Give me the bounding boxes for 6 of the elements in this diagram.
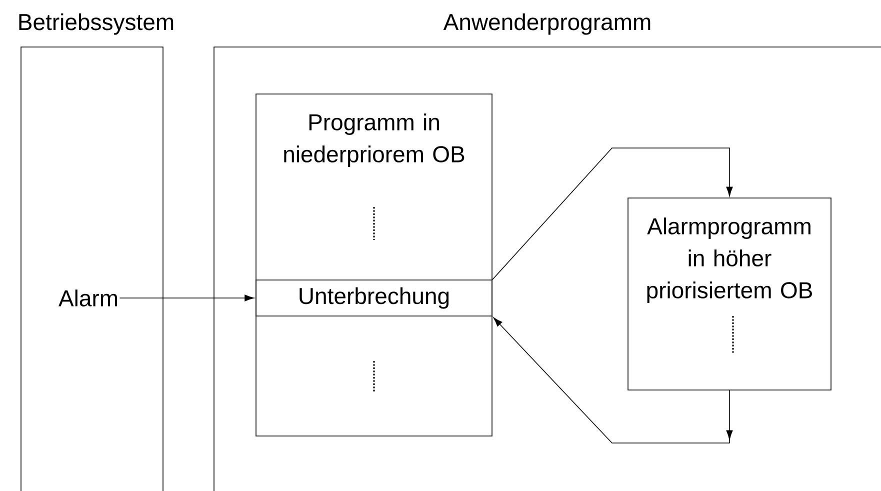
arrow (493, 317, 733, 444)
arrow (119, 294, 254, 302)
arrow (492, 148, 733, 280)
program-box: Alarmprogramm in höher priorisiertem OB (628, 198, 832, 390)
signal-label: Alarm (58, 290, 117, 306)
interrupt-band: Unterbrechung (256, 280, 492, 316)
